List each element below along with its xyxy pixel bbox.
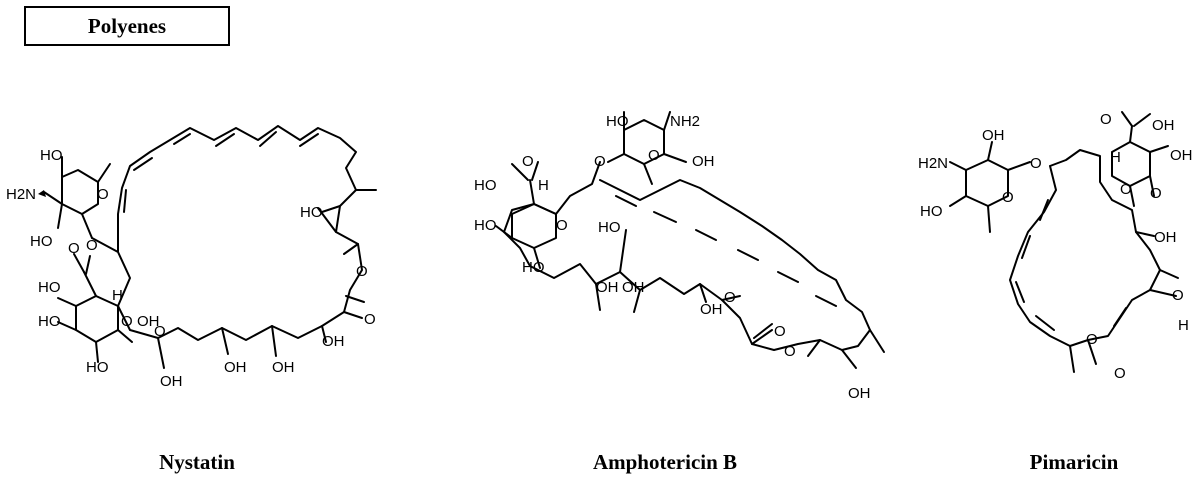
- amphotericin-label-3: O: [648, 147, 660, 164]
- amphotericin-label-12: OH: [596, 279, 619, 296]
- page-title: Polyenes: [24, 6, 230, 46]
- pimaricin-label-9: OH: [1152, 117, 1175, 134]
- nystatin-label-16: OH: [272, 359, 295, 376]
- nystatin-label-15: OH: [224, 359, 247, 376]
- page-title-text: Polyenes: [87, 13, 167, 38]
- pimaricin-label-8: O: [1120, 181, 1132, 198]
- nystatin-atom-labels: HO H2N HO O O HO O H HO O OH O HO OH OH …: [6, 147, 376, 390]
- nystatin-label-14: OH: [160, 373, 183, 390]
- amphotericin-label-10: O: [556, 217, 568, 234]
- amphotericin-label-18: OH: [848, 385, 871, 402]
- amphotericin-label-11: HO: [522, 259, 545, 276]
- nystatin-label-20: O: [364, 311, 376, 328]
- amphotericin-label-8: H: [538, 177, 549, 194]
- nystatin-label-5: O: [86, 237, 98, 254]
- amphotericin-label-16: O: [724, 289, 736, 306]
- amphotericin-pyran-ring: [511, 203, 557, 249]
- nystatin-label-19: O: [356, 263, 368, 280]
- pimaricin-atom-labels: OH H2N O HO O O H O OH O OH OH O H O O: [918, 111, 1193, 382]
- pimaricin-label-4: HO: [920, 203, 943, 220]
- structure-pimaricin: OH H2N O HO O O H O OH O OH OH O H O O: [918, 111, 1193, 382]
- amphotericin-label-7: O: [522, 153, 534, 170]
- nystatin-label-4: O: [97, 186, 109, 203]
- pimaricin-label-10: O: [1150, 185, 1162, 202]
- amphotericin-label-2: NH2: [670, 113, 700, 130]
- nystatin-label-3: HO: [30, 233, 53, 250]
- structure-amphotericin-b: HO NH2 O OH O HO O H HO O HO OH HO OH OH…: [474, 111, 885, 402]
- pimaricin-label-3: O: [1030, 155, 1042, 172]
- amphotericin-label-6: HO: [474, 177, 497, 194]
- nystatin-label-11: OH: [137, 313, 160, 330]
- nystatin-label-8: H: [112, 287, 123, 304]
- amphotericin-label-4: OH: [692, 153, 715, 170]
- pimaricin-macrolide-ring: [1009, 149, 1161, 347]
- caption-amphotericin-b: Amphotericin B: [592, 450, 738, 474]
- nystatin-label-7: O: [68, 240, 80, 257]
- nystatin-macrolide-ring: [91, 125, 363, 341]
- nystatin-label-1: HO: [40, 147, 63, 164]
- pimaricin-label-6: O: [1100, 111, 1112, 128]
- amphotericin-label-17: O: [774, 323, 786, 340]
- pimaricin-label-5: O: [1002, 189, 1014, 206]
- nystatin-label-9: HO: [38, 313, 61, 330]
- amphotericin-atom-labels: HO NH2 O OH O HO O H HO O HO OH HO OH OH…: [474, 113, 871, 402]
- pimaricin-label-15: O: [1086, 331, 1098, 348]
- pimaricin-label-1: OH: [982, 127, 1005, 144]
- pimaricin-label-13: O: [1172, 287, 1184, 304]
- nystatin-label-10: O: [121, 313, 133, 330]
- nystatin-sugar-ring: [61, 169, 99, 215]
- caption-nystatin: Nystatin: [159, 450, 235, 474]
- amphotericin-label-5: O: [594, 153, 606, 170]
- amphotericin-label-19: O: [784, 343, 796, 360]
- pimaricin-label-11: OH: [1170, 147, 1193, 164]
- caption-pimaricin: Pimaricin: [1029, 450, 1119, 474]
- nystatin-label-12: O: [154, 323, 166, 340]
- pimaricin-label-7: H: [1110, 149, 1121, 166]
- amphotericin-label-9: HO: [474, 217, 497, 234]
- amphotericin-label-13: HO: [598, 219, 621, 236]
- structure-nystatin: HO H2N HO O O HO O H HO O OH O HO OH OH …: [6, 125, 377, 390]
- pimaricin-label-14: H: [1178, 317, 1189, 334]
- nystatin-label-6: HO: [38, 279, 61, 296]
- pimaricin-label-2: H2N: [918, 155, 948, 172]
- amphotericin-label-1: HO: [606, 113, 629, 130]
- nystatin-label-13: HO: [86, 359, 109, 376]
- amphotericin-label-14: OH: [622, 279, 645, 296]
- nystatin-label-2: H2N: [6, 186, 36, 203]
- nystatin-label-18: HO: [300, 204, 323, 221]
- pimaricin-label-12: OH: [1154, 229, 1177, 246]
- nystatin-label-17: OH: [322, 333, 345, 350]
- pimaricin-label-16: O: [1114, 365, 1126, 382]
- amphotericin-macrolide-ring: [503, 161, 871, 351]
- amphotericin-label-15: OH: [700, 301, 723, 318]
